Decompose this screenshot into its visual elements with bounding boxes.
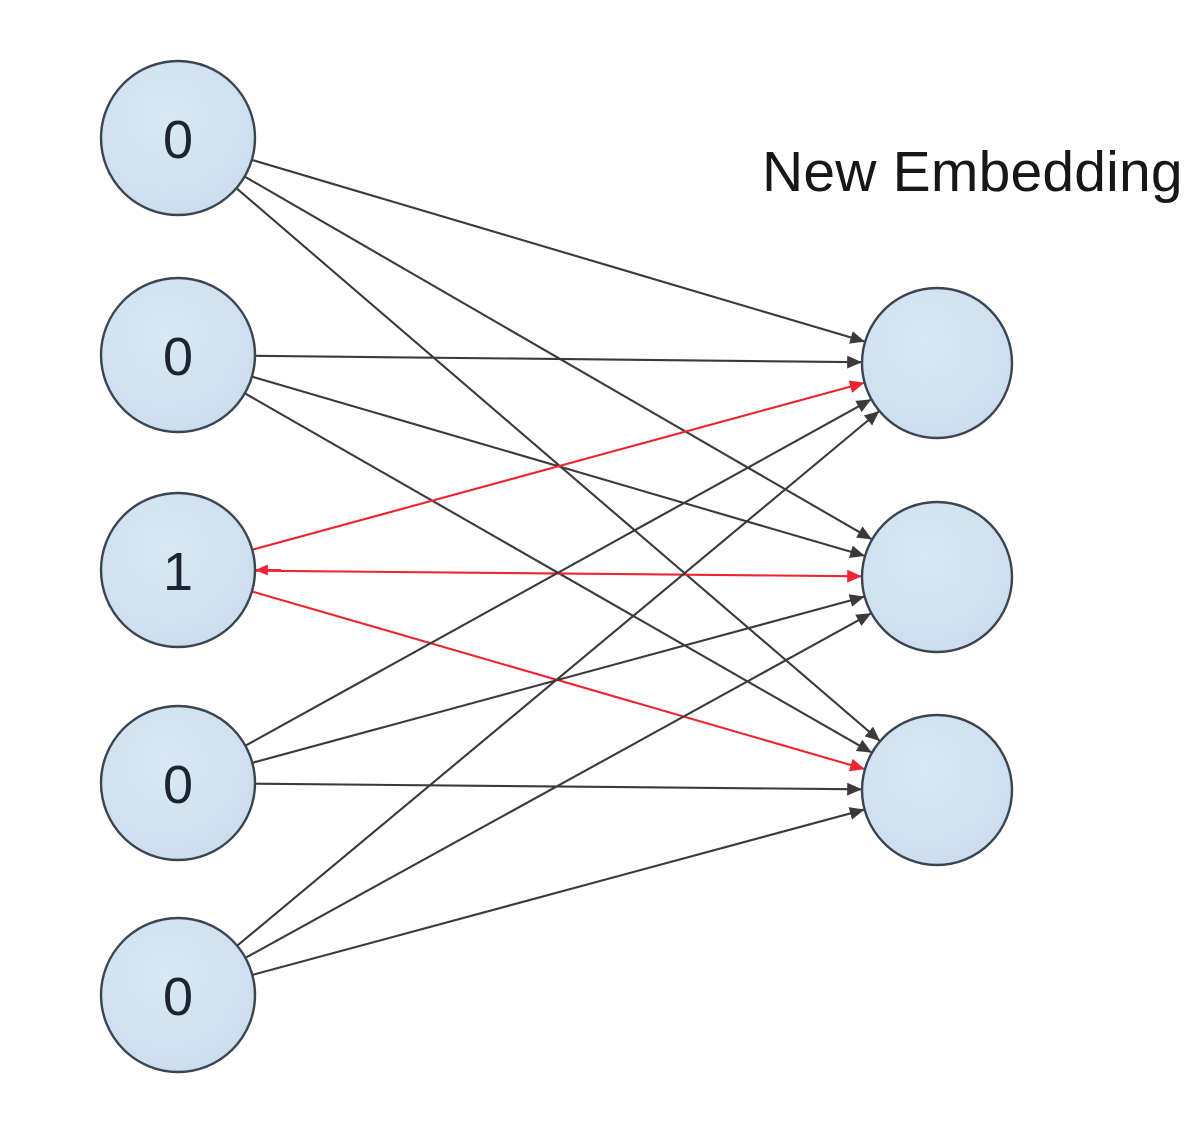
output-node-2[interactable] — [860, 713, 1014, 867]
input-node-1[interactable]: 0 — [99, 276, 257, 434]
edge-in-3-to-out-0 — [244, 398, 872, 747]
output-node-circle-2 — [860, 713, 1014, 867]
output-node-0[interactable] — [860, 286, 1014, 440]
input-node-circle-3 — [99, 704, 257, 862]
input-node-circle-2 — [99, 491, 257, 649]
input-node-label-0: 0 — [163, 110, 193, 170]
edge-in-4-to-out-1 — [244, 612, 872, 959]
page-title: New Embedding — [762, 140, 1183, 204]
input-node-3[interactable]: 0 — [99, 704, 257, 862]
edge-in-1-to-out-0 — [254, 354, 862, 369]
output-node-circle-0 — [860, 286, 1014, 440]
input-node-label-4: 0 — [163, 967, 193, 1027]
input-node-2[interactable]: 1 — [99, 491, 257, 649]
input-node-circle-4 — [99, 916, 257, 1074]
input-node-label-1: 0 — [163, 327, 193, 387]
output-node-layer — [860, 286, 1014, 867]
edge-in-2-to-out-0 — [252, 380, 865, 551]
input-node-4[interactable]: 0 — [99, 916, 257, 1074]
input-node-0[interactable]: 0 — [99, 59, 257, 217]
input-node-layer: 0 0 1 0 0 — [99, 59, 257, 1074]
edge-in-4-to-out-0 — [236, 410, 880, 947]
input-node-circle-0 — [99, 59, 257, 217]
input-node-label-3: 0 — [163, 755, 193, 815]
input-node-label-2: 1 — [163, 542, 193, 602]
edge-in-0-to-out-2 — [235, 187, 881, 742]
edge-in-4-to-out-2 — [252, 807, 865, 976]
edge-in-0-to-out-1 — [244, 175, 872, 540]
edge-layer — [235, 158, 881, 976]
input-node-circle-1 — [99, 276, 257, 434]
output-node-circle-1 — [860, 500, 1014, 654]
edge-in-0-to-out-0 — [251, 158, 865, 344]
output-node-1[interactable] — [860, 500, 1014, 654]
